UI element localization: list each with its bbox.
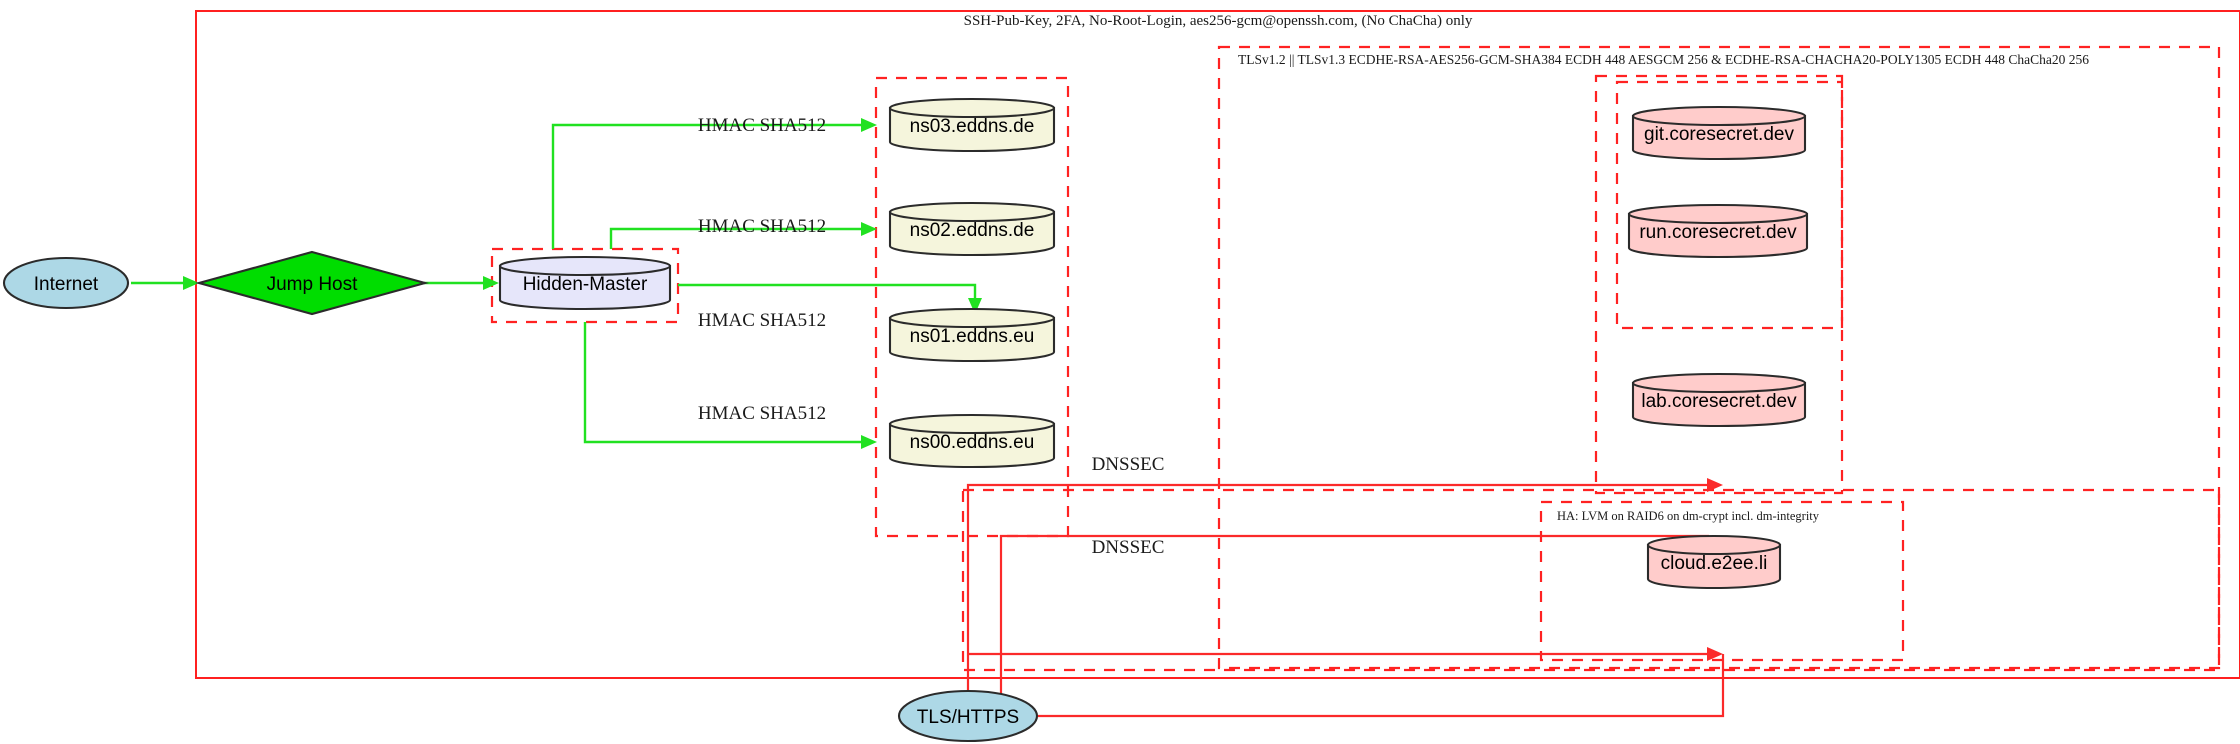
dns-cluster-box: [874, 76, 1070, 538]
arrowhead-tls-upper: [1707, 478, 1723, 492]
node-internet[interactable]: Internet: [2, 256, 130, 310]
services-cluster-box: [1615, 80, 1844, 330]
edge-label-dnssec-lower: DNSSEC: [1092, 537, 1165, 558]
edge-master-to-ns00: [583, 322, 863, 444]
coresecret-cluster-box: [1594, 74, 1844, 495]
tls-cluster-box: [1217, 45, 2221, 670]
ssh-cluster-box: [195, 10, 2240, 679]
node-ns01-label: ns01.eddns.eu: [910, 326, 1035, 347]
arrowhead-ns01: [968, 298, 982, 314]
node-run-coresecret[interactable]: run.coresecret.dev: [1627, 203, 1809, 259]
node-tls-https-label: TLS/HTTPS: [917, 707, 1019, 728]
arrowhead-master: [483, 276, 499, 290]
ssh-cluster-label: SSH-Pub-Key, 2FA, No-Root-Login, aes256-…: [964, 13, 1473, 29]
node-ns00-label: ns00.eddns.eu: [910, 432, 1035, 453]
arrowhead-ns02: [861, 222, 877, 236]
edge-master-to-ns01: [678, 283, 977, 300]
edge-tls-upper-path: [966, 483, 1709, 716]
dnssec-cluster-box: [961, 488, 2221, 672]
arrowhead-ns03: [861, 118, 877, 132]
edge-label-hmac-ns02: HMAC SHA512: [698, 216, 826, 237]
node-ns00[interactable]: ns00.eddns.eu: [888, 413, 1056, 469]
node-hidden-master-label: Hidden-Master: [523, 274, 648, 295]
node-ns02[interactable]: ns02.eddns.de: [888, 201, 1056, 257]
edge-tls-lower-path: [1035, 654, 1725, 718]
node-ns03[interactable]: ns03.eddns.de: [888, 97, 1056, 153]
node-ns02-label: ns02.eddns.de: [910, 220, 1035, 241]
node-cloud-e2ee-label: cloud.e2ee.li: [1661, 553, 1768, 574]
node-hidden-master[interactable]: Hidden-Master: [498, 255, 672, 311]
node-internet-label: Internet: [34, 274, 99, 295]
node-jump-host-label: Jump Host: [267, 274, 359, 295]
node-git-coresecret-label: git.coresecret.dev: [1644, 124, 1794, 145]
edge-label-hmac-ns00: HMAC SHA512: [698, 403, 826, 424]
node-jump-host[interactable]: Jump Host: [195, 250, 429, 316]
node-tls-https[interactable]: TLS/HTTPS: [897, 689, 1039, 743]
node-lab-coresecret[interactable]: lab.coresecret.dev: [1631, 372, 1807, 428]
edge-label-dnssec-upper: DNSSEC: [1092, 454, 1165, 475]
edge-label-hmac-ns03: HMAC SHA512: [698, 115, 826, 136]
ha-cluster-label: HA: LVM on RAID6 on dm-crypt incl. dm-in…: [1557, 509, 1820, 523]
node-cloud-e2ee[interactable]: cloud.e2ee.li: [1646, 534, 1782, 590]
node-git-coresecret[interactable]: git.coresecret.dev: [1631, 105, 1807, 161]
arrowhead-ns00: [861, 435, 877, 449]
edge-master-to-ns02: [609, 227, 863, 249]
edge-master-to-ns03: [551, 123, 863, 249]
arrowhead-jumphost: [183, 276, 199, 290]
arrowhead-tls-ha: [1707, 647, 1723, 661]
edge-tls-riser: [999, 534, 1709, 700]
node-ns03-label: ns03.eddns.de: [910, 116, 1035, 137]
edge-label-hmac-ns01: HMAC SHA512: [698, 310, 826, 331]
node-lab-coresecret-label: lab.coresecret.dev: [1641, 391, 1797, 412]
node-ns01[interactable]: ns01.eddns.eu: [888, 307, 1056, 363]
node-run-coresecret-label: run.coresecret.dev: [1639, 222, 1797, 243]
tls-cluster-label: TLSv1.2 || TLSv1.3 ECDHE-RSA-AES256-GCM-…: [1238, 52, 2089, 67]
